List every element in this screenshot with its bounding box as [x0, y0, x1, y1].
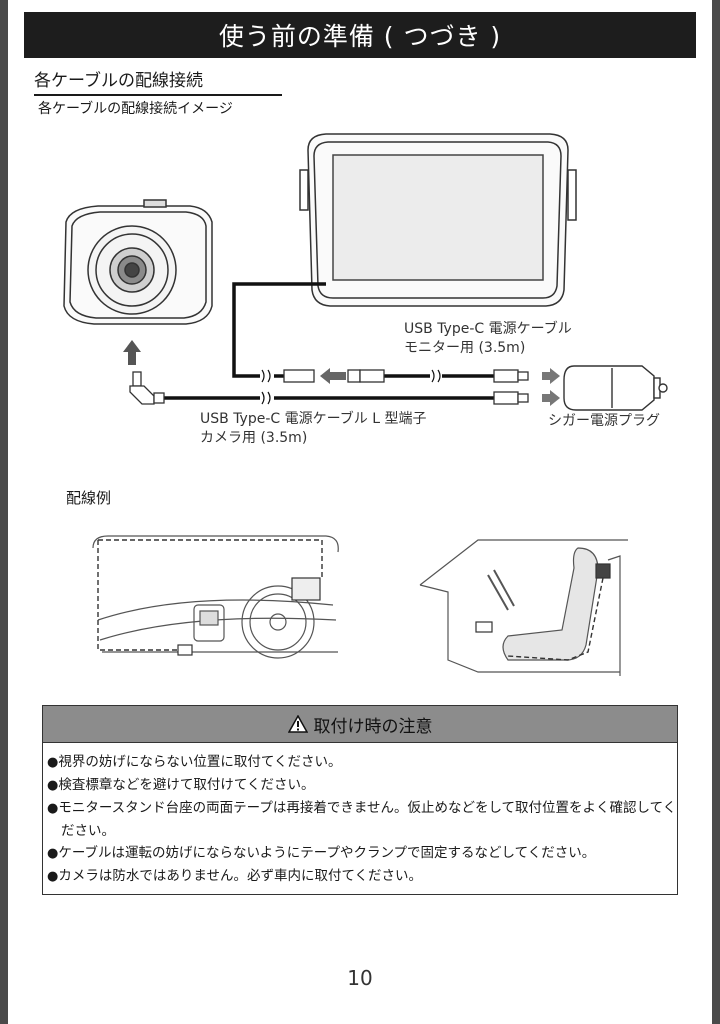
section-subtitle: 各ケーブルの配線接続イメージ — [38, 101, 233, 117]
usb-c-female-connector — [283, 369, 315, 383]
wiring-example-title: 配線例 — [66, 489, 112, 507]
monitor-cable — [232, 282, 494, 378]
caution-item: ●カメラは防水ではありません。必ず車内に取付てください。 — [47, 868, 423, 884]
page-title: 使う前の準備 ( つづき ) — [24, 12, 696, 58]
camera-cable-sublabel: カメラ用 (3.5m) — [200, 430, 308, 446]
caution-item: ●モニタースタンド台座の両面テープは再接着できません。仮止めなどをして取付位置を… — [47, 800, 677, 839]
cigar-plug-illustration — [563, 365, 668, 411]
caution-item: ●視界の妨げにならない位置に取付てください。 — [47, 754, 342, 770]
left-arrow-icon — [320, 368, 346, 384]
usb-c-plug-body — [347, 369, 361, 383]
dashboard-wiring-example — [92, 535, 339, 659]
caution-item: ●検査標章などを避けて取付けてください。 — [47, 777, 315, 793]
monitor-cable-sublabel: モニター用 (3.5m) — [404, 340, 526, 356]
l-type-connector — [129, 371, 165, 405]
page-number: 10 — [347, 966, 373, 990]
caution-list: ●視界の妨げにならない位置に取付てください。 ●検査標章などを避けて取付けてくだ… — [43, 743, 677, 888]
cigar-plug-label: シガー電源プラグ — [548, 413, 660, 429]
caution-box: 取付け時の注意 ●視界の妨げにならない位置に取付てください。 ●検査標章などを避… — [42, 705, 678, 895]
warning-icon — [287, 715, 308, 733]
camera-illustration — [63, 199, 213, 325]
manual-page: 使う前の準備 ( つづき ) 各ケーブルの配線接続 各ケーブルの配線接続イメージ — [8, 0, 712, 1024]
up-arrow-icon — [123, 340, 141, 365]
right-arrow-icon — [542, 368, 560, 384]
caution-title: 取付け時の注意 — [313, 716, 433, 737]
seat-wiring-example — [419, 539, 628, 676]
monitor-illustration — [299, 133, 577, 307]
caution-item: ●ケーブルは運転の妨げにならないようにテープやクランプで固定するなどしてください… — [47, 845, 596, 861]
monitor-cable-label: USB Type-C 電源ケーブル — [404, 321, 572, 337]
caution-header: 取付け時の注意 — [43, 706, 677, 743]
camera-cable-label: USB Type-C 電源ケーブル L 型端子 — [200, 411, 427, 427]
wiring-diagram — [63, 133, 668, 676]
section-title: 各ケーブルの配線接続 — [34, 66, 282, 96]
right-arrow-icon — [542, 390, 560, 406]
